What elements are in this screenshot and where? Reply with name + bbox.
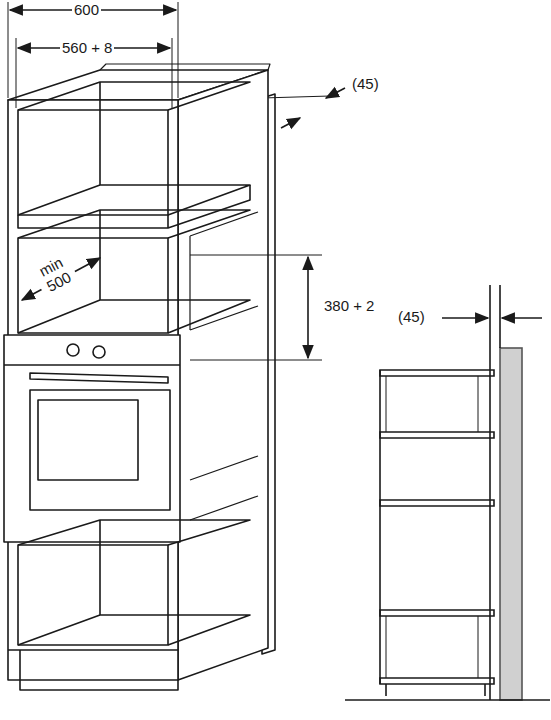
dimension-width: 600 [72, 2, 101, 19]
dimension-gap: (45) [396, 309, 427, 326]
dimension-niche-height: 380 + 2 [322, 298, 376, 315]
dimension-niche-width: 560 + 8 [60, 40, 114, 57]
dimension-gap: (45) [350, 76, 381, 93]
